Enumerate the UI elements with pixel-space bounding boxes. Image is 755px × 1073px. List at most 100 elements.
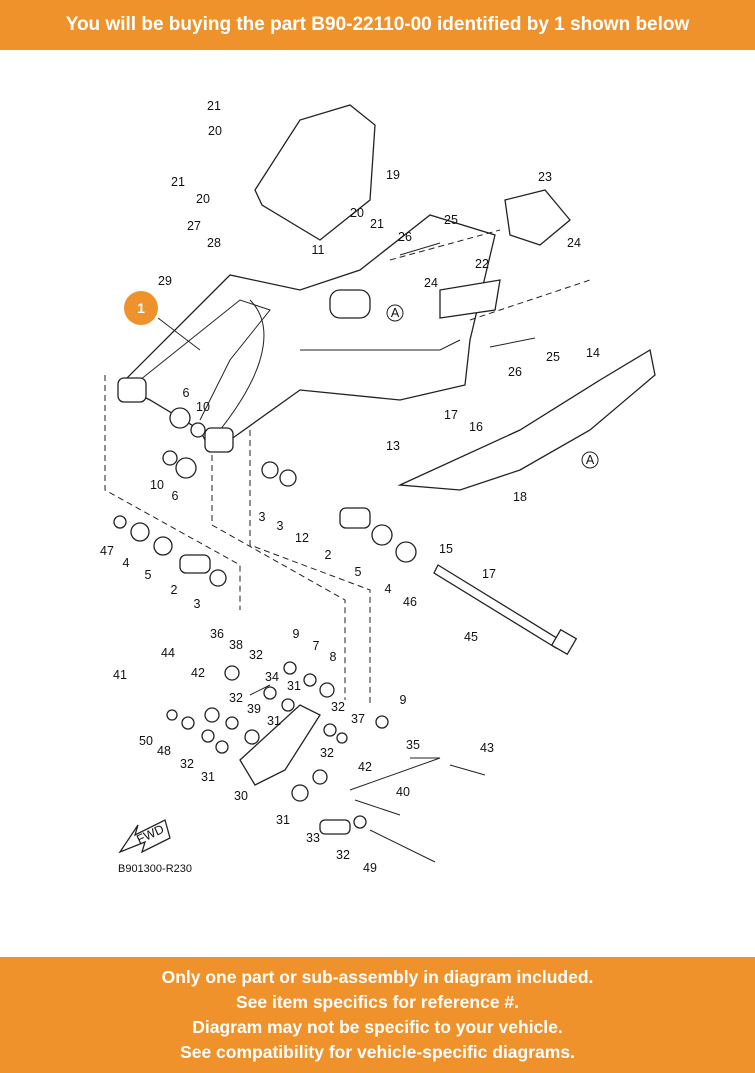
callout-5: 5 (355, 565, 362, 579)
callout-37: 37 (351, 712, 365, 726)
callout-32: 32 (180, 757, 194, 771)
pivot-left (117, 377, 147, 403)
callout-21: 21 (207, 99, 221, 113)
pivot-right (204, 427, 234, 453)
diagram-drawing: FWD B901300-R230 (104, 104, 656, 875)
callout-17: 17 (482, 567, 496, 581)
callout-2: 2 (171, 583, 178, 597)
highlight-label: 1 (137, 300, 145, 316)
callout-7: 7 (313, 639, 320, 653)
callout-18: 18 (513, 490, 527, 504)
callout-24: 24 (424, 276, 438, 290)
callout-22: 22 (475, 257, 489, 271)
callout-25: 25 (546, 350, 560, 364)
callout-9: 9 (293, 627, 300, 641)
callout-34: 34 (265, 670, 279, 684)
diagram-code: B901300-R230 (118, 863, 192, 875)
chain-guard-part (397, 348, 656, 491)
callout-32: 32 (229, 691, 243, 705)
callout-46: 46 (403, 595, 417, 609)
callout-44: 44 (161, 646, 175, 660)
callout-29: 29 (158, 274, 172, 288)
reference-circle-icon (581, 451, 599, 469)
callout-21: 21 (370, 217, 384, 231)
callout-49: 49 (363, 861, 377, 875)
callout-20: 20 (350, 206, 364, 220)
footer-line: Only one part or sub-assembly in diagram… (161, 967, 594, 987)
reference-circle-icon (386, 304, 404, 322)
callout-17: 17 (444, 408, 458, 422)
callout-31: 31 (276, 813, 290, 827)
callout-39: 39 (247, 702, 261, 716)
footer-line: Diagram may not be specific to your vehi… (192, 1017, 563, 1037)
callout-19: 19 (386, 168, 400, 182)
callout-4: 4 (385, 582, 392, 596)
callout-27: 27 (187, 219, 201, 233)
callout-10: 10 (196, 400, 210, 414)
callout-A: A (391, 306, 400, 320)
callout-6: 6 (172, 489, 179, 503)
callout-4: 4 (123, 556, 130, 570)
footer-line: See item specifics for reference #. (235, 992, 520, 1012)
callout-3: 3 (194, 597, 201, 611)
relay-arm-part (239, 704, 321, 786)
callout-42: 42 (191, 666, 205, 680)
callout-42: 42 (358, 760, 372, 774)
callout-3: 3 (259, 510, 266, 524)
callout-26: 26 (398, 230, 412, 244)
callout-25: 25 (444, 213, 458, 227)
callout-13: 13 (386, 439, 400, 453)
callout-20: 20 (196, 192, 210, 206)
bottom-banner: Only one part or sub-assembly in diagram… (0, 957, 755, 1073)
callout-11: 11 (312, 243, 325, 257)
callout-47: 47 (100, 544, 114, 558)
callout-20: 20 (208, 124, 222, 138)
callout-16: 16 (469, 420, 483, 434)
callout-31: 31 (287, 679, 301, 693)
callout-36: 36 (210, 627, 224, 641)
callout-3: 3 (277, 519, 284, 533)
callout-6: 6 (183, 386, 190, 400)
swingarm-part (118, 214, 496, 451)
callout-40: 40 (396, 785, 410, 799)
callout-24: 24 (567, 236, 581, 250)
purchase-notice: You will be buying the part B90-22110-00… (65, 14, 690, 35)
callout-12: 12 (295, 531, 309, 545)
callout-41: 41 (113, 668, 127, 682)
callout-31: 31 (267, 714, 281, 728)
callout-48: 48 (157, 744, 171, 758)
callout-33: 33 (306, 831, 320, 845)
callout-14: 14 (586, 346, 600, 360)
callout-23: 23 (538, 170, 552, 184)
fwd-arrow-icon: FWD (118, 819, 171, 854)
callout-35: 35 (406, 738, 420, 752)
callout-30: 30 (234, 789, 248, 803)
callout-21: 21 (171, 175, 185, 189)
footer-line: See compatibility for vehicle-specific d… (180, 1042, 575, 1062)
callout-50: 50 (139, 734, 153, 748)
callout-32: 32 (336, 848, 350, 862)
highlight-circle (124, 291, 158, 325)
callout-15: 15 (439, 542, 453, 556)
callout-45: 45 (464, 630, 478, 644)
callout-32: 32 (249, 648, 263, 662)
top-banner: You will be buying the part B90-22110-00… (0, 0, 755, 50)
callout-5: 5 (145, 568, 152, 582)
callout-43: 43 (480, 741, 494, 755)
callout-32: 32 (320, 746, 334, 760)
callout-38: 38 (229, 638, 243, 652)
highlight-callout-1[interactable]: 1 (124, 291, 201, 351)
callout-28: 28 (207, 236, 221, 250)
callout-A: A (586, 453, 595, 467)
axle-part (433, 564, 561, 649)
callout-8: 8 (330, 650, 337, 664)
callout-9: 9 (400, 693, 407, 707)
callout-10: 10 (150, 478, 164, 492)
callout-2: 2 (325, 548, 332, 562)
rear-cover-part (254, 104, 376, 241)
callout-31: 31 (201, 770, 215, 784)
callout-26: 26 (508, 365, 522, 379)
callout-32: 32 (331, 700, 345, 714)
